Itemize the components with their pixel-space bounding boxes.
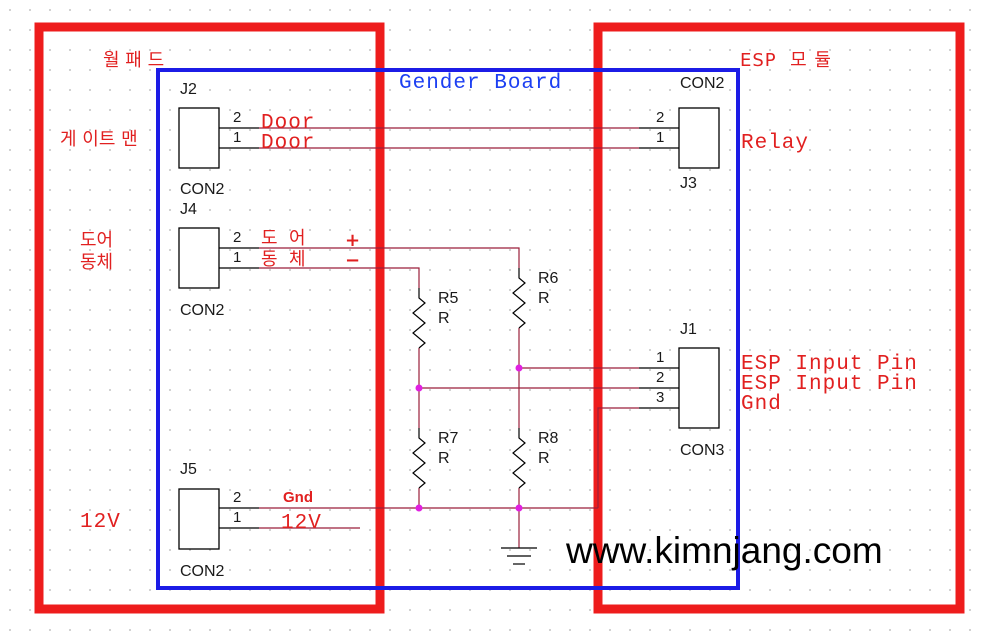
connector-j3-body	[678, 107, 720, 169]
net-label-12v-wire: 12V	[281, 512, 322, 535]
j2-pin2-number: 2	[233, 109, 242, 126]
net-label-gnd-wire: Gnd	[283, 489, 313, 506]
plus-sign: +	[345, 230, 361, 251]
j3-pin2-number: 2	[656, 109, 665, 126]
resistor-r5-symbol	[412, 288, 426, 349]
resistor-r7-value: R	[438, 450, 450, 467]
door-label-line2: 동체	[80, 252, 114, 273]
junction-r5-r7	[415, 384, 423, 392]
connector-j5-body	[178, 488, 220, 550]
wallpad-module-outline	[34, 22, 385, 614]
gender-board-outline	[156, 68, 740, 590]
resistor-r6-value: R	[538, 290, 550, 307]
wallpad-module-label: 월 패 드	[103, 50, 165, 71]
net-label-gnd-esp: Gnd	[741, 393, 782, 416]
wire-door-minus	[259, 267, 420, 288]
connector-j3-ref: J3	[680, 175, 697, 192]
j1-pin2-number: 2	[656, 369, 665, 386]
j3-pin1-number: 1	[656, 129, 665, 146]
j1-pin3-number: 3	[656, 389, 665, 406]
connector-j1-ref: J1	[680, 321, 697, 338]
gateman-label: 게 이트 맨	[60, 129, 138, 150]
connector-j3-type: CON2	[680, 75, 725, 92]
connector-j4-body	[178, 227, 220, 289]
connector-j1-type: CON3	[680, 442, 725, 459]
j5-pin2-number: 2	[233, 489, 242, 506]
junction-r6-r8	[515, 364, 523, 372]
net-label-door-minus: 동 체	[261, 249, 306, 270]
v12-side-label: 12V	[80, 511, 121, 534]
esp-module-label: ESP 모 듈	[740, 50, 832, 71]
j5-pin1-number: 1	[233, 509, 242, 526]
junction-r7-gnd	[415, 504, 423, 512]
resistor-r7-ref: R7	[438, 430, 459, 447]
resistor-r8-ref: R8	[538, 430, 559, 447]
net-label-relay: Relay	[741, 132, 810, 155]
net-label-door-1: Door	[261, 132, 316, 155]
j1-pin1-number: 1	[656, 349, 665, 366]
connector-j5-ref: J5	[180, 461, 197, 478]
resistor-r5-value: R	[438, 310, 450, 327]
connector-j2-body	[178, 107, 220, 169]
resistor-r8-symbol	[512, 428, 526, 489]
resistor-r6-symbol	[512, 268, 526, 329]
resistor-r8-value: R	[538, 450, 550, 467]
net-label-esp-input-2: ESP Input Pin	[741, 373, 918, 396]
wire-gnd-esp-pin3	[597, 407, 639, 508]
resistor-r7-symbol	[412, 428, 426, 489]
connector-j2-type: CON2	[180, 181, 225, 198]
esp-module-outline	[593, 22, 965, 614]
connector-j5-type: CON2	[180, 563, 225, 580]
net-label-esp-input-1: ESP Input Pin	[741, 353, 918, 376]
net-label-door-plus: 도 어	[261, 228, 306, 249]
minus-sign: −	[345, 250, 361, 271]
j4-pin1-number: 1	[233, 249, 242, 266]
j2-pin1-number: 1	[233, 129, 242, 146]
resistor-r6-ref: R6	[538, 270, 559, 287]
watermark-text: www.kimnjang.com	[566, 530, 883, 571]
connector-j4-type: CON2	[180, 302, 225, 319]
net-label-door-2: Door	[261, 112, 316, 135]
junction-r8-gnd	[515, 504, 523, 512]
j4-pin2-number: 2	[233, 229, 242, 246]
resistor-r5-ref: R5	[438, 290, 459, 307]
connector-j4-ref: J4	[180, 201, 197, 218]
gender-board-label: Gender Board	[399, 72, 563, 95]
wire-door-plus	[259, 247, 520, 268]
door-label-line1: 도어	[80, 230, 114, 251]
connector-j1-body	[678, 347, 720, 429]
connector-j2-ref: J2	[180, 81, 197, 98]
